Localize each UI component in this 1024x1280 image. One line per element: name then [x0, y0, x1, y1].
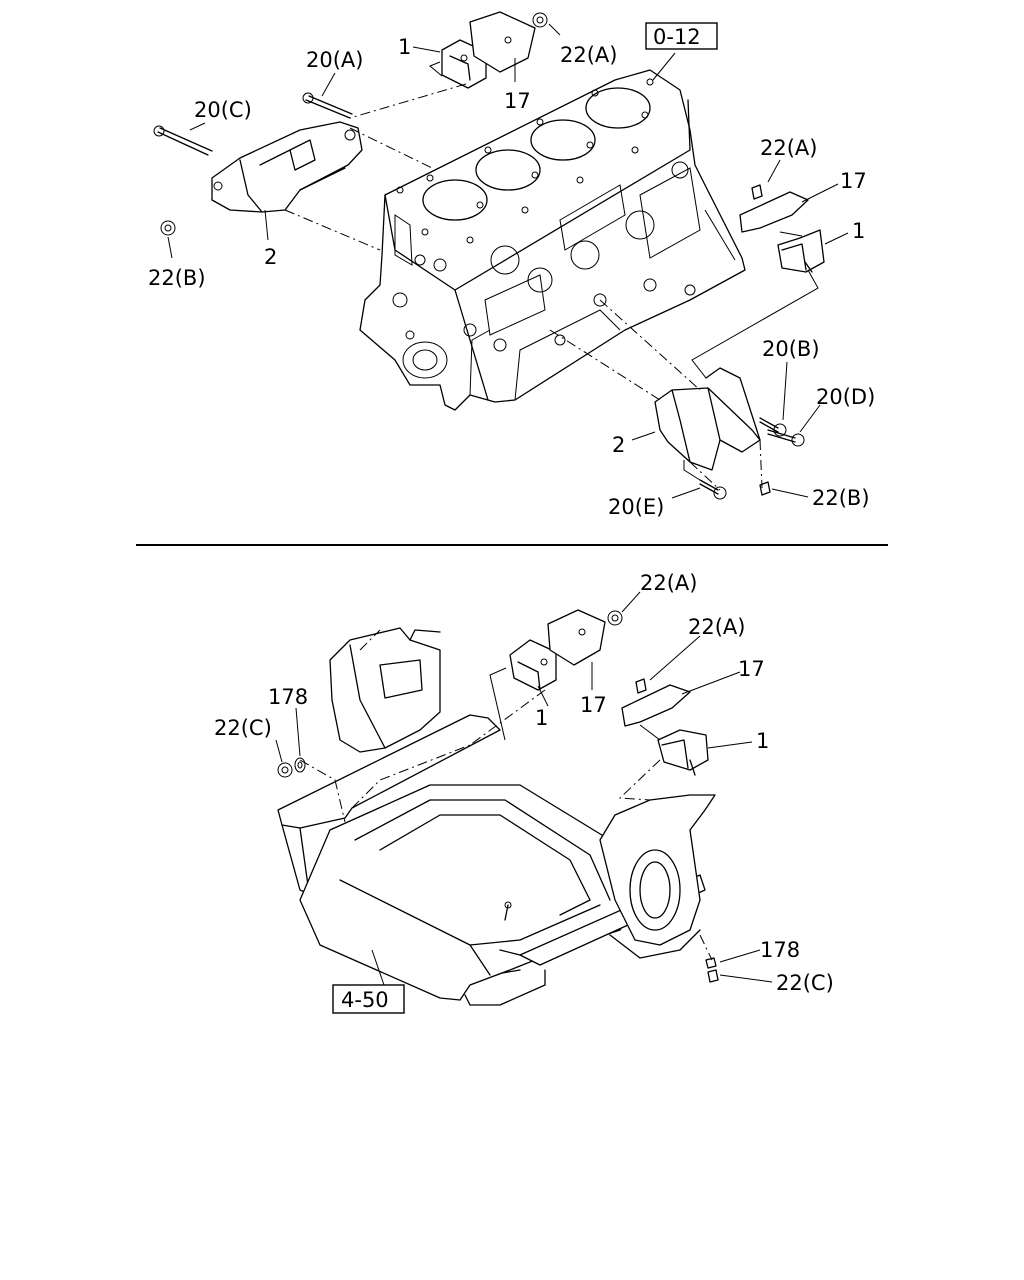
callout-22c-right: 22(C) — [776, 971, 834, 995]
bolt-20c — [153, 125, 213, 156]
callout-2-right: 2 — [612, 433, 625, 457]
nut-22a-bottom-left — [607, 610, 623, 626]
callout-22b: 22(B) — [148, 266, 206, 290]
bolt-20b — [759, 417, 787, 437]
callout-17: 17 — [504, 89, 531, 113]
figure-ref-bottom: 4-50 — [341, 988, 389, 1012]
figure-ref-top: 0-12 — [653, 25, 701, 49]
callout-20c: 20(C) — [194, 98, 252, 122]
nut-22c-right — [707, 969, 719, 983]
callout-17-bottom: 17 — [580, 693, 607, 717]
washer-178-left — [294, 757, 306, 773]
nut-22b-top — [160, 220, 176, 236]
callout-1-bottom-right: 1 — [756, 729, 769, 753]
callout-22a-bottom-right: 22(A) — [688, 615, 745, 639]
callout-2: 2 — [264, 245, 277, 269]
callout-178: 178 — [268, 685, 308, 709]
bottom-callouts: 22(A) 22(A) 17 1 178 22(C) 1 17 178 22(C… — [214, 571, 834, 1014]
nut-22b-top-right — [759, 481, 771, 496]
washer-178-right — [705, 957, 717, 969]
left-engine-bracket — [211, 121, 363, 213]
bolt-20e — [699, 479, 727, 500]
stopper-17-top-right — [739, 191, 809, 233]
callout-22a-bottom: 22(A) — [640, 571, 697, 595]
callout-178-right: 178 — [760, 938, 800, 962]
callout-22b-right: 22(B) — [812, 486, 870, 510]
figure-ref-box-top — [645, 22, 718, 50]
bottom-assembly-lines — [299, 629, 713, 961]
callout-22c: 22(C) — [214, 716, 272, 740]
top-leaders — [167, 23, 849, 499]
callout-20b: 20(B) — [762, 337, 820, 361]
mount-cushion-bottom-right — [657, 729, 709, 776]
bottom-leaders — [275, 591, 773, 986]
callout-1: 1 — [398, 35, 411, 59]
right-engine-bracket — [654, 367, 761, 471]
callout-20e: 20(E) — [608, 495, 664, 519]
callout-1-bottom: 1 — [535, 706, 548, 730]
nut-22a-top-left — [532, 12, 548, 28]
callout-22a: 22(A) — [560, 43, 617, 67]
nut-22c-left — [277, 762, 293, 778]
bolt-20d — [767, 429, 805, 447]
top-assembly-lines — [284, 61, 819, 491]
stopper-17-bottom-left — [547, 609, 606, 666]
crossmember-drawing — [277, 627, 716, 1006]
callout-17-right: 17 — [840, 169, 867, 193]
callout-1-right: 1 — [852, 219, 865, 243]
stopper-17-bottom-right — [621, 684, 691, 727]
callout-17-bottom-right: 17 — [738, 657, 765, 681]
engine-block-drawing — [359, 69, 746, 411]
top-callouts: 0-12 1 17 22(A) 20(A) 20(C) 22(B) 2 22(A… — [148, 22, 875, 519]
callout-20a: 20(A) — [306, 48, 363, 72]
nut-22a-top-right — [751, 184, 763, 200]
nut-22a-bottom-right — [635, 678, 647, 694]
bolt-20a — [302, 92, 353, 119]
engine-mount-cushion-right — [777, 229, 825, 273]
callout-20d: 20(D) — [816, 385, 875, 409]
figure-ref-box-bottom — [332, 984, 405, 1014]
mount-cushion-bottom-left — [509, 639, 557, 691]
callout-22a-right: 22(A) — [760, 136, 817, 160]
stopper-17-top-left — [469, 11, 536, 73]
